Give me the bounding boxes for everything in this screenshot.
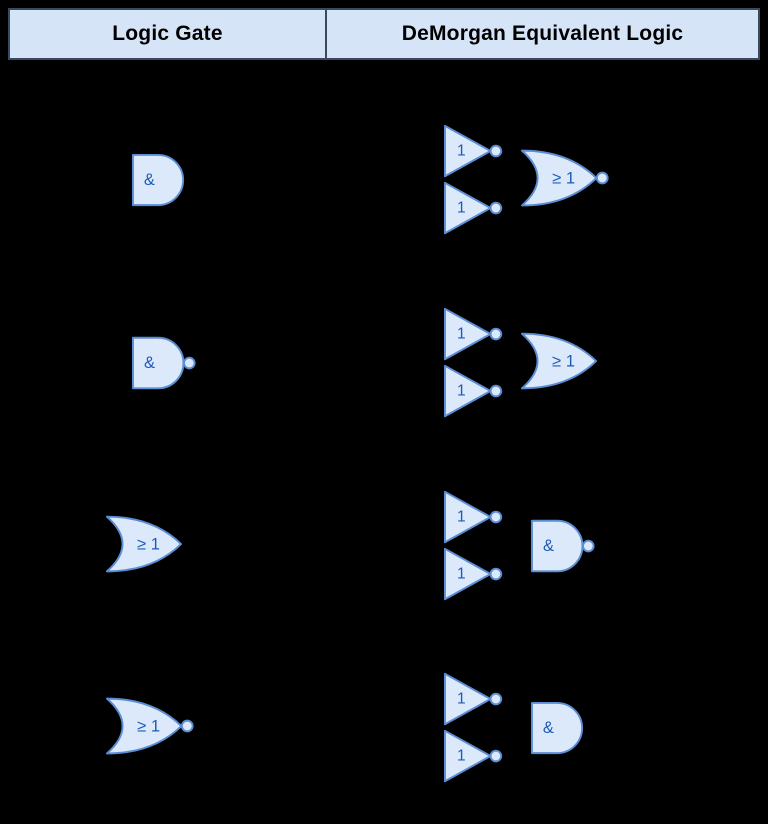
gate-label-text: ≥ 1 [552, 169, 575, 188]
source-gate[interactable]: & [131, 152, 187, 210]
inversion-bubble-icon [489, 749, 503, 763]
gate-label-text: 1 [457, 748, 466, 765]
not-gate-symbol: 1 [443, 672, 503, 726]
not-gate-body [443, 547, 492, 601]
input-inverter-2[interactable]: 1 [443, 546, 508, 604]
not-gate-body [443, 729, 492, 783]
equivalent-gate[interactable]: ≥ 1 [520, 331, 600, 393]
gate-label-text: & [144, 354, 155, 372]
and-gate-body [530, 519, 584, 573]
header-label-demorgan: DeMorgan Equivalent Logic [401, 22, 684, 45]
gate-label-text: 1 [457, 326, 466, 343]
input-inverter-2[interactable]: 1 [443, 180, 508, 238]
gate-label-text: 1 [457, 509, 466, 526]
equivalent-gate-symbol: ≥ 1 [520, 332, 598, 390]
gate-row: & 1 1 ≥ 1 [0, 275, 768, 459]
gate-label-text: 1 [457, 200, 466, 217]
header-label-logic-gate: Logic Gate [112, 22, 223, 45]
equivalent-gate-symbol: & [530, 701, 584, 755]
demorgan-equivalent-cell: 1 1 & [325, 640, 768, 824]
source-gate-symbol: ≥ 1 [105, 515, 183, 573]
equivalent-gate[interactable]: & [530, 700, 586, 758]
or-gate-body [105, 515, 183, 573]
inversion-bubble-icon [489, 567, 503, 581]
inversion-bubble-icon [489, 201, 503, 215]
gate-label-text: 1 [457, 143, 466, 160]
input-inverter-2[interactable]: 1 [443, 363, 508, 421]
not-gate-body [443, 181, 492, 235]
not-gate-body [443, 307, 492, 361]
input-inverter-2[interactable]: 1 [443, 728, 508, 786]
not-gate-body [443, 364, 492, 418]
inversion-bubble-icon [182, 356, 196, 370]
and-gate-body [131, 153, 185, 207]
not-gate-symbol: 1 [443, 124, 503, 178]
inversion-bubble-icon [489, 692, 503, 706]
equivalent-gate[interactable]: ≥ 1 [520, 148, 614, 210]
not-gate-symbol: 1 [443, 547, 503, 601]
inversion-bubble-icon [489, 384, 503, 398]
logic-gate-cell: ≥ 1 [0, 640, 325, 824]
or-gate-body [520, 149, 598, 207]
demorgan-equivalent-cell: 1 1 & [325, 458, 768, 642]
or-gate-body [520, 332, 598, 390]
input-inverter-1[interactable]: 1 [443, 671, 508, 729]
not-gate-body [443, 490, 492, 544]
logic-gate-cell: & [0, 92, 325, 276]
demorgan-equivalent-cell: 1 1 ≥ 1 [325, 275, 768, 459]
gate-label-text: 1 [457, 566, 466, 583]
inversion-bubble-icon [489, 144, 503, 158]
source-gate-symbol: & [131, 336, 196, 390]
not-gate-symbol: 1 [443, 490, 503, 544]
not-gate-body [443, 124, 492, 178]
source-gate-symbol: & [131, 153, 185, 207]
equivalent-gate-symbol: & [530, 519, 595, 573]
source-gate[interactable]: ≥ 1 [105, 514, 185, 576]
not-gate-body [443, 672, 492, 726]
not-gate-symbol: 1 [443, 729, 503, 783]
gate-label-text: ≥ 1 [137, 535, 160, 554]
inversion-bubble-icon [489, 327, 503, 341]
gate-label-text: & [144, 171, 155, 189]
gate-row: ≥ 1 1 1 & [0, 640, 768, 824]
source-gate[interactable]: & [131, 335, 199, 393]
gate-row: & 1 1 ≥ 1 [0, 92, 768, 276]
demorgan-equivalent-cell: 1 1 ≥ 1 [325, 92, 768, 276]
gate-row: ≥ 1 1 1 & [0, 458, 768, 642]
source-gate-symbol: ≥ 1 [105, 697, 194, 755]
gate-label-text: ≥ 1 [552, 352, 575, 371]
equivalent-gate-symbol: ≥ 1 [520, 149, 609, 207]
or-gate-body [105, 697, 183, 755]
inversion-bubble-icon [180, 719, 194, 733]
input-inverter-1[interactable]: 1 [443, 123, 508, 181]
gate-label-text: & [543, 719, 554, 737]
logic-gate-cell: & [0, 275, 325, 459]
inversion-bubble-icon [489, 510, 503, 524]
gate-label-text: ≥ 1 [137, 717, 160, 736]
inversion-bubble-icon [595, 171, 609, 185]
gate-rows-container: & 1 1 ≥ 1 & 1 1 ≥ 1 ≥ 1 1 1 & ≥ 1 1 1 & [0, 60, 768, 805]
header-cell-logic-gate: Logic Gate [10, 10, 327, 58]
inversion-bubble-icon [581, 539, 595, 553]
gate-label-text: 1 [457, 691, 466, 708]
gate-label-text: & [543, 537, 554, 555]
header-cell-demorgan: DeMorgan Equivalent Logic [327, 10, 758, 58]
not-gate-symbol: 1 [443, 307, 503, 361]
not-gate-symbol: 1 [443, 181, 503, 235]
gate-label-text: 1 [457, 383, 466, 400]
and-gate-body [530, 701, 584, 755]
input-inverter-1[interactable]: 1 [443, 306, 508, 364]
not-gate-symbol: 1 [443, 364, 503, 418]
logic-gate-cell: ≥ 1 [0, 458, 325, 642]
equivalent-gate[interactable]: & [530, 518, 598, 576]
input-inverter-1[interactable]: 1 [443, 489, 508, 547]
table-header-row: Logic Gate DeMorgan Equivalent Logic [8, 8, 760, 60]
and-gate-body [131, 336, 185, 390]
source-gate[interactable]: ≥ 1 [105, 696, 199, 758]
